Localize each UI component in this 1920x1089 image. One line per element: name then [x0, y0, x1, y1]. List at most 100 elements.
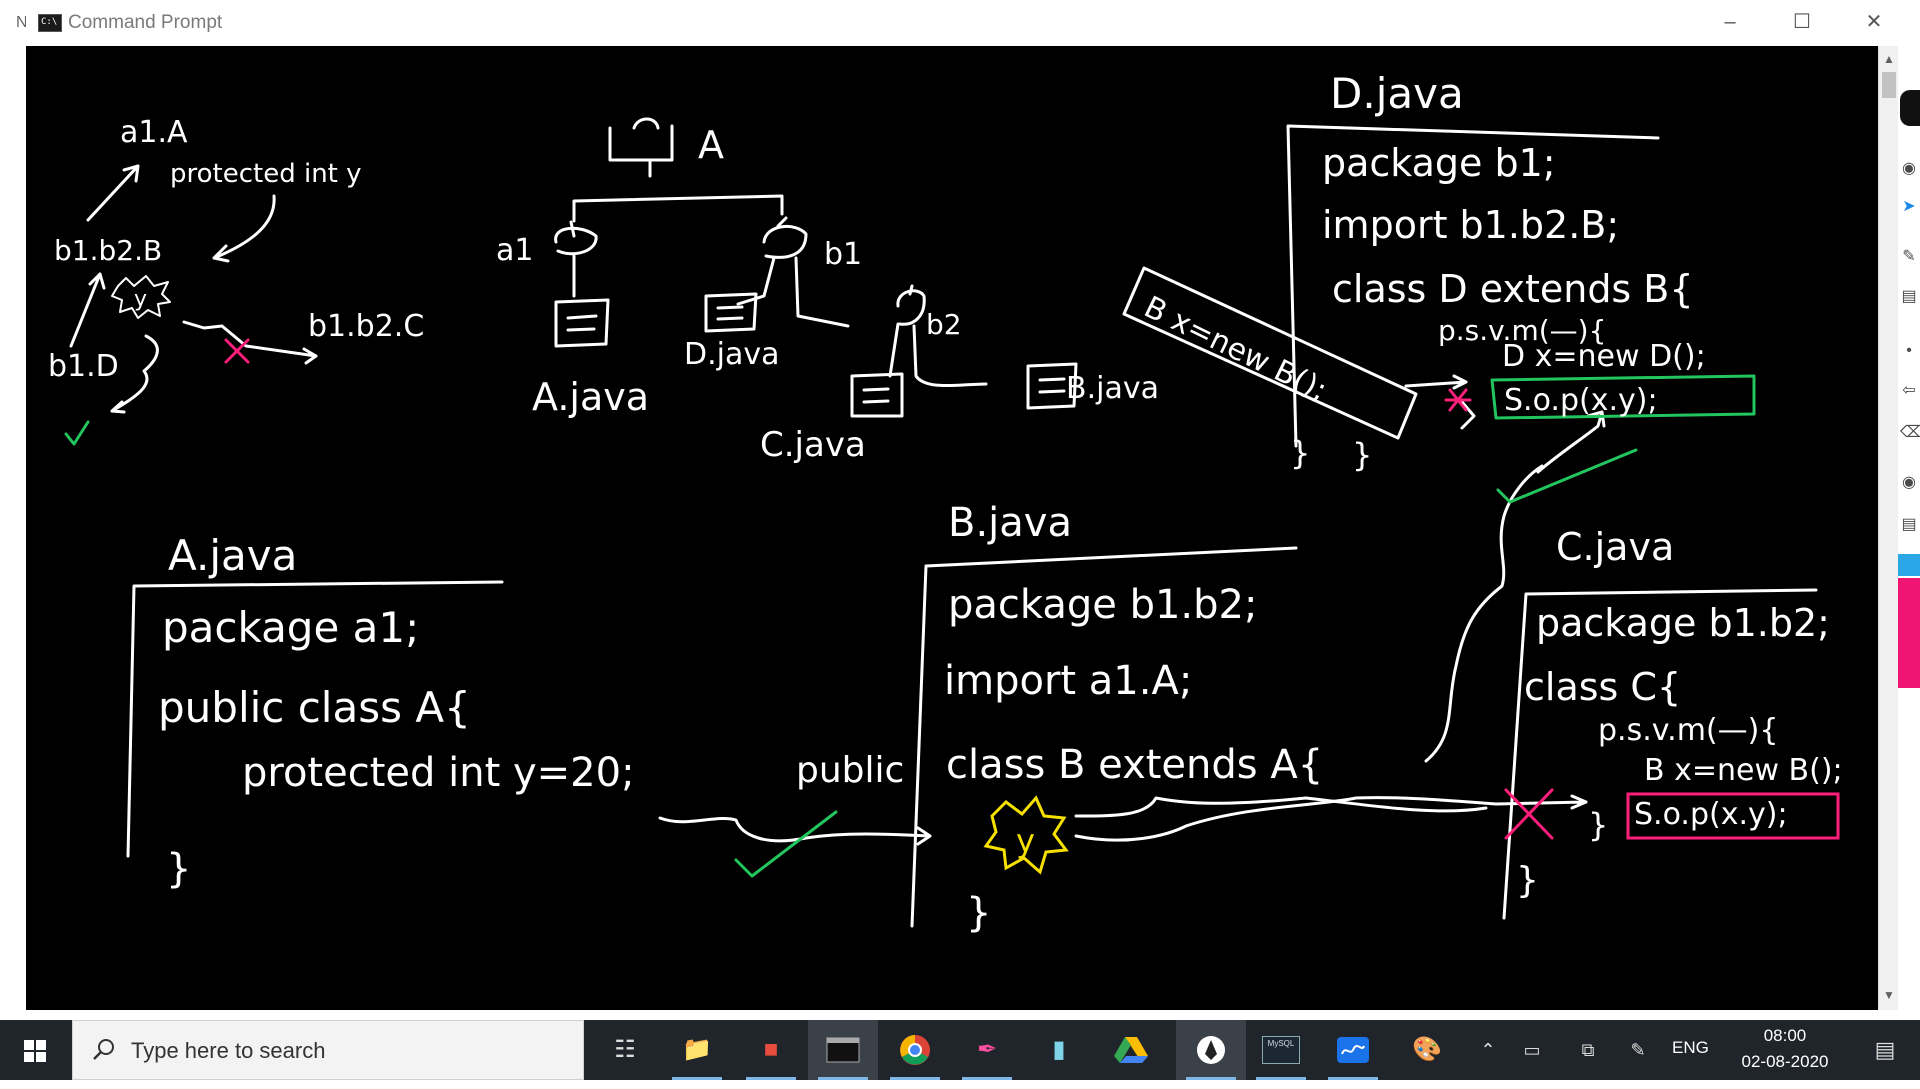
arrow-b2-to-a1	[86, 164, 140, 222]
notifications-icon[interactable]: ▤	[1874, 1037, 1896, 1062]
mysql-label: MySQL	[1262, 1036, 1300, 1064]
camera-icon[interactable]: ◉	[1902, 474, 1916, 491]
djava-line-6: S.o.p(x.y);	[1504, 383, 1658, 418]
djava-line-4: p.s.v.m(—){	[1438, 314, 1606, 347]
terminal-icon[interactable]	[808, 1020, 878, 1080]
ajava-title: A.java	[168, 531, 297, 580]
epic-pen-logo-icon[interactable]	[1900, 90, 1920, 126]
cursor-icon[interactable]: ➤	[1902, 198, 1916, 215]
label-b1-b2-C: b1.b2.C	[308, 309, 424, 344]
djava-line-7: }	[1290, 434, 1310, 472]
window-title: Command Prompt	[68, 12, 223, 33]
label-b1-D: b1.D	[48, 349, 119, 384]
brace-right-d	[1460, 400, 1476, 430]
ajava-frame	[126, 580, 504, 858]
background-window-text: N	[16, 14, 28, 31]
cjava-line-7: }	[1516, 860, 1539, 901]
brace-to-c	[1074, 796, 1488, 818]
arrow-to-c	[182, 320, 318, 365]
ajava-line-4: }	[166, 846, 191, 892]
cjava-line-5: S.o.p(x.y);	[1634, 797, 1788, 832]
paint-palette-icon[interactable]: 🎨	[1412, 1036, 1442, 1063]
whiteboard-glyph	[1337, 1037, 1369, 1063]
cjava-title: C.java	[1556, 525, 1674, 569]
search-placeholder: Type here to search	[131, 1038, 326, 1063]
green-check-brace	[1496, 448, 1638, 504]
green-check-protected	[734, 810, 838, 878]
label-burst-y: y	[134, 287, 147, 312]
tree-b1-folder	[762, 216, 808, 259]
window-titlebar[interactable]: C:\ Command Prompt – ☐ ✕	[26, 0, 1882, 47]
blue-color-swatch[interactable]	[1898, 554, 1920, 576]
label-a1-A: a1.A	[120, 115, 188, 150]
google-drive-icon[interactable]	[1096, 1020, 1166, 1080]
whiteboard-icon[interactable]	[1318, 1020, 1388, 1080]
trash-icon[interactable]: ⌫	[1900, 424, 1920, 441]
taskbar-search-box[interactable]: Type here to search	[72, 1020, 584, 1080]
pink-outline-sop-c	[1626, 792, 1840, 840]
minimize-button[interactable]: –	[1724, 11, 1736, 33]
tree-a1-folder	[554, 220, 598, 256]
clipboard-icon[interactable]: ▤	[1901, 516, 1917, 533]
drive-glyph	[1114, 1037, 1148, 1063]
taskbar: Type here to search ☷ 📁 ■ ✒ ▮ MySQL 🎨 ⌃ …	[0, 1020, 1920, 1080]
file-explorer-icon[interactable]: 📁	[662, 1020, 732, 1080]
bjava-line-2: import a1.A;	[944, 658, 1192, 704]
highlighter-icon[interactable]: ▤	[1901, 288, 1917, 305]
djava-line-2: import b1.b2.B;	[1322, 203, 1619, 247]
window-bottom-border	[26, 1010, 1898, 1020]
tray-chevron-up-icon[interactable]: ⌃	[1480, 1040, 1496, 1060]
terminal-glyph	[826, 1037, 860, 1063]
label-protected-int-y: protected int y	[170, 159, 362, 189]
maximize-button[interactable]: ☐	[1793, 11, 1811, 33]
tree-b2-stem	[888, 322, 988, 388]
chrome-icon[interactable]	[880, 1020, 950, 1080]
bjava-line-3: class B extends A{	[946, 742, 1323, 788]
scroll-up-arrow-icon[interactable]: ▲	[1883, 52, 1895, 66]
close-button[interactable]: ✕	[1865, 11, 1883, 33]
console-scrollbar[interactable]: ▲ ▼	[1878, 46, 1899, 1010]
burst-y	[111, 275, 171, 319]
label-b1-b2-B: b1.b2.B	[54, 234, 162, 267]
battery-icon[interactable]: ▭	[1523, 1040, 1541, 1060]
bjava-frame	[910, 546, 1298, 928]
pink-color-swatch[interactable]	[1898, 578, 1920, 688]
mysql-icon[interactable]: MySQL	[1246, 1020, 1316, 1080]
search-icon	[93, 1039, 114, 1060]
wifi-icon[interactable]: ⧉	[1581, 1040, 1595, 1060]
cmd-icon: C:\	[38, 14, 62, 32]
arrow-d-to-b	[69, 272, 106, 348]
tree-root-stem	[572, 160, 784, 223]
scroll-down-arrow-icon[interactable]: ▼	[1883, 988, 1895, 1002]
language-indicator[interactable]: ENG	[1672, 1038, 1709, 1057]
pen-workspace-icon[interactable]: ✎	[1630, 1040, 1646, 1060]
yellow-burst-label: y	[1016, 822, 1035, 860]
eye-icon[interactable]: ◉	[1902, 160, 1916, 177]
clock-date[interactable]: 02-08-2020	[1741, 1052, 1829, 1071]
brace-to-d	[1424, 410, 1606, 763]
tree-label-Cjava: C.java	[760, 425, 866, 465]
notes-icon[interactable]: ▮	[1052, 1036, 1066, 1063]
tree-Djava-box	[704, 292, 758, 333]
tree-b1-stem	[736, 256, 850, 328]
brace-b1-d	[110, 334, 159, 414]
windows-logo-icon	[24, 1040, 46, 1062]
console-area[interactable]: y a1.A protected int y b1.b2.B y b1.D b1…	[26, 46, 1878, 1010]
pen-icon[interactable]: ✎	[1902, 248, 1916, 265]
pen-tool-icon[interactable]: ✒	[952, 1020, 1022, 1080]
cjava-line-1: package b1.b2;	[1536, 601, 1830, 645]
annotation-canvas: y a1.A protected int y b1.b2.B y b1.D b1…	[48, 69, 1843, 936]
scroll-thumb[interactable]	[1882, 72, 1896, 98]
ajava-line-1: package a1;	[162, 603, 419, 652]
epic-pen-icon[interactable]	[1176, 1020, 1246, 1080]
djava-title: D.java	[1330, 69, 1464, 118]
chrome-glyph	[900, 1035, 930, 1065]
arrow-protected-to-b	[658, 816, 932, 846]
task-view-icon[interactable]: ☷	[614, 1036, 636, 1063]
undo-icon[interactable]: ⇦	[1902, 382, 1916, 399]
clock-time[interactable]: 08:00	[1763, 1026, 1807, 1045]
paint-icon[interactable]: ■	[736, 1020, 806, 1080]
dot-icon[interactable]: •	[1906, 342, 1912, 359]
start-button[interactable]	[0, 1020, 70, 1080]
djava-crossed: B x=new B();	[1138, 290, 1332, 409]
